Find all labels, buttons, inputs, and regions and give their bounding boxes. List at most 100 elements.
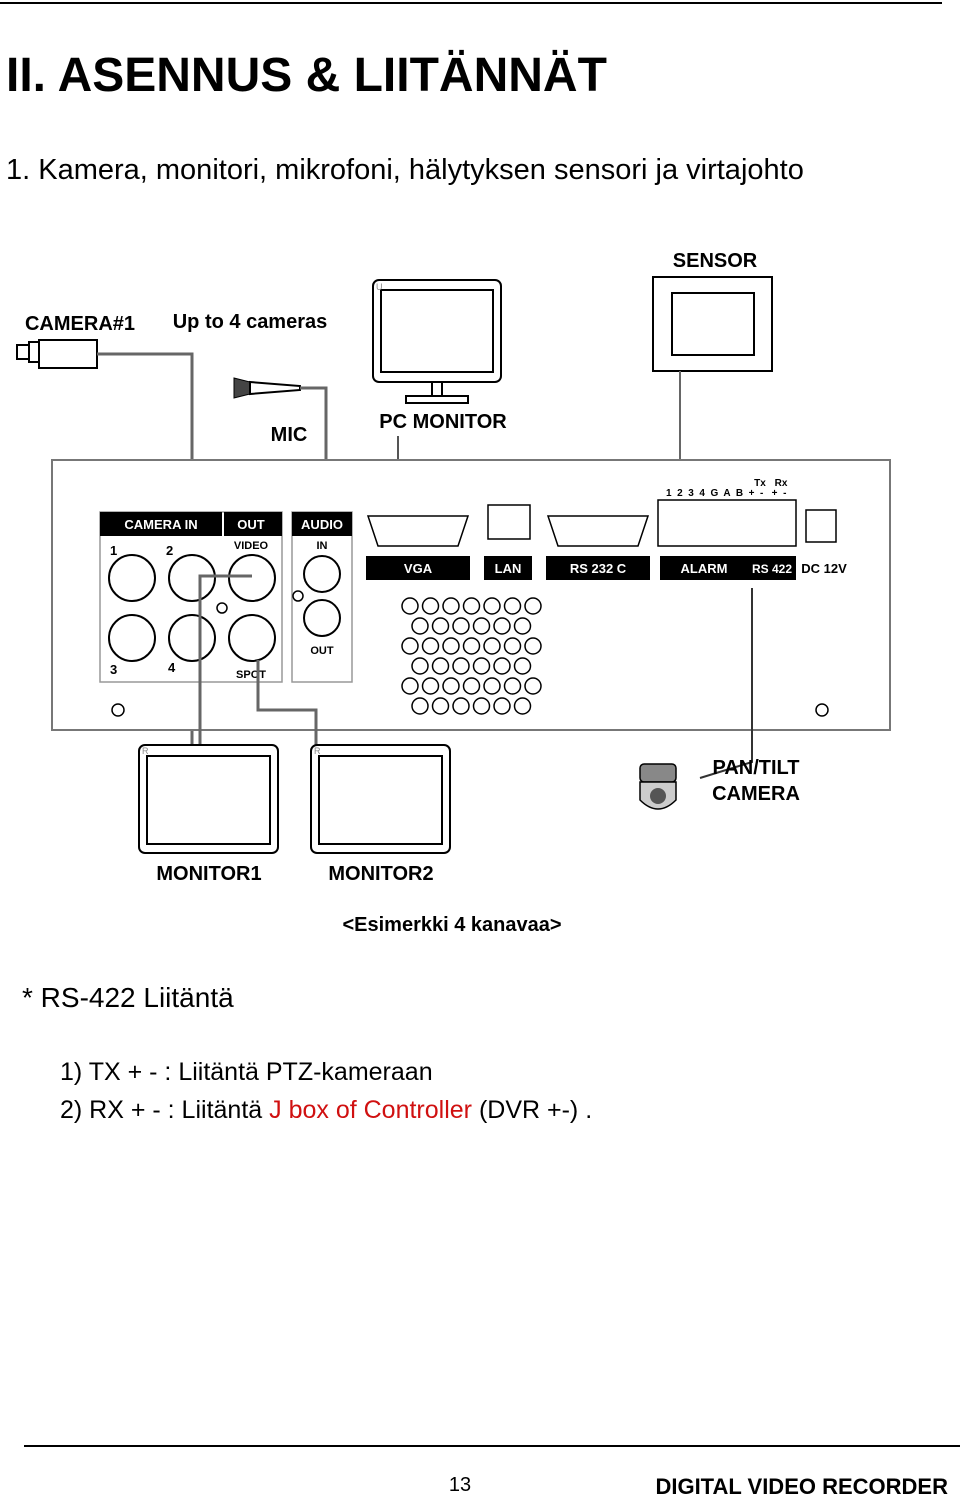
- ch1-label: 1: [110, 543, 117, 558]
- vent-hole: [431, 657, 450, 675]
- bnc-camera2: [168, 554, 216, 602]
- ch4-label: 4: [168, 660, 176, 675]
- ventilation-grid: [401, 597, 542, 715]
- out-label: OUT: [237, 517, 265, 532]
- vent-hole: [493, 617, 511, 635]
- mic-label: MIC: [271, 424, 308, 446]
- vent-hole: [493, 697, 511, 715]
- footer-rule: [24, 1445, 960, 1447]
- dc12v-label: DC 12V: [801, 561, 847, 576]
- monitor1-tiny-text: R: [142, 746, 149, 756]
- bnc-spot-out: [228, 614, 276, 662]
- ptz-cable: [699, 588, 753, 779]
- vent-hole: [503, 637, 522, 655]
- vent-hole: [411, 617, 429, 635]
- vent-hole: [472, 617, 491, 635]
- vent-hole: [401, 637, 419, 655]
- camera-in-label: CAMERA IN: [124, 517, 197, 532]
- rs422-label: RS 422: [752, 562, 792, 576]
- vent-hole: [513, 617, 532, 635]
- vent-hole: [472, 657, 491, 675]
- monitor1-cable: [198, 574, 252, 745]
- camera-label: CAMERA#1: [25, 313, 135, 335]
- monitor2-icon: [310, 744, 451, 854]
- alarm-terminal: [657, 499, 797, 547]
- vent-hole: [462, 677, 481, 695]
- vent-hole: [503, 677, 522, 695]
- terminal-numbers: 1 2 3 4 G A B + - + -: [666, 488, 786, 499]
- pc-monitor-label: PC MONITOR: [379, 411, 507, 433]
- bnc-camera3: [108, 614, 156, 662]
- vent-hole: [421, 677, 440, 695]
- pc-monitor-tiny-text: U: [376, 282, 383, 292]
- dc-power-jack: [805, 509, 837, 543]
- vent-hole: [493, 657, 511, 675]
- ptz-camera-icon: [639, 763, 677, 810]
- bnc-camera4: [168, 614, 216, 662]
- vent-hole: [513, 697, 532, 715]
- sensor-label: SENSOR: [673, 250, 758, 272]
- footer-doc-title: DIGITAL VIDEO RECORDER: [655, 1474, 948, 1499]
- vga-port: [366, 515, 470, 547]
- video-label: VIDEO: [234, 540, 269, 552]
- vent-hole: [483, 677, 501, 695]
- vent-hole: [401, 677, 419, 695]
- vent-hole: [431, 617, 450, 635]
- cameras-note: Up to 4 cameras: [173, 311, 328, 333]
- rs232-port: [546, 515, 650, 547]
- microphone-icon: [233, 377, 301, 399]
- rs422-note-line-1: 1) TX + - : Liitäntä PTZ-kameraan: [60, 1058, 433, 1086]
- spot-label: SPOT: [236, 669, 266, 681]
- monitor2-tiny-text: R: [314, 746, 321, 756]
- vent-hole: [452, 657, 470, 675]
- rs422-note-title: * RS-422 Liitäntä: [22, 982, 234, 1013]
- vent-hole: [452, 697, 470, 715]
- vent-hole: [483, 597, 501, 615]
- camera-type-label: CAMERA: [712, 783, 800, 805]
- sensor-icon: [652, 276, 773, 372]
- page-title: II. ASENNUS & LIITÄNNÄT: [6, 49, 607, 102]
- monitor1-label: MONITOR1: [156, 863, 261, 885]
- dvr-rear-panel: CAMERA IN OUT VIDEO 1 2 3 4 SPOT AUDIO I…: [51, 459, 891, 731]
- vent-hole: [411, 697, 429, 715]
- pan-tilt-label: PAN/TILT: [712, 757, 799, 779]
- section-heading: 1. Kamera, monitori, mikrofoni, hälytyks…: [6, 154, 804, 186]
- vent-hole: [401, 597, 419, 615]
- bnc-camera1: [108, 554, 156, 602]
- vent-hole: [442, 677, 460, 695]
- audio-label: AUDIO: [301, 517, 343, 532]
- vent-hole: [421, 637, 440, 655]
- rs422-note-line-2-prefix: 2) RX + - : Liitäntä: [60, 1096, 270, 1124]
- alarm-label: ALARM: [681, 561, 728, 576]
- top-rule: [0, 2, 942, 4]
- rx-label: Rx: [775, 478, 788, 489]
- example-caption: <Esimerkki 4 kanavaa>: [342, 914, 561, 936]
- lan-port: [487, 504, 531, 540]
- ch3-label: 3: [110, 662, 117, 677]
- rs422-note-highlight: J box of Controller: [269, 1096, 472, 1124]
- lan-label: LAN: [495, 561, 522, 576]
- rs232-label: RS 232 C: [570, 561, 627, 576]
- vent-hole: [452, 617, 470, 635]
- audio-in-label: IN: [317, 540, 328, 552]
- vent-hole: [462, 597, 481, 615]
- vent-hole: [472, 697, 491, 715]
- bnc-video-out: [228, 554, 276, 602]
- vent-hole: [483, 637, 501, 655]
- vent-hole: [513, 657, 532, 675]
- vent-hole: [442, 597, 460, 615]
- rs422-note-line-2-suffix: (DVR +-) .: [472, 1096, 593, 1124]
- vent-hole: [411, 657, 429, 675]
- vent-hole: [503, 597, 522, 615]
- pc-monitor-icon: [372, 279, 502, 404]
- connection-diagram: CAMERA#1 Up to 4 cameras MIC U PC MONITO…: [16, 250, 891, 936]
- vent-hole: [524, 597, 542, 615]
- audio-out-jack: [303, 599, 341, 637]
- vent-hole: [431, 697, 450, 715]
- audio-in-jack: [303, 555, 341, 593]
- ch2-label: 2: [166, 543, 173, 558]
- vent-hole: [524, 677, 542, 695]
- audio-out-label: OUT: [310, 645, 334, 657]
- vent-hole: [462, 637, 481, 655]
- page-number: 13: [448, 1474, 472, 1496]
